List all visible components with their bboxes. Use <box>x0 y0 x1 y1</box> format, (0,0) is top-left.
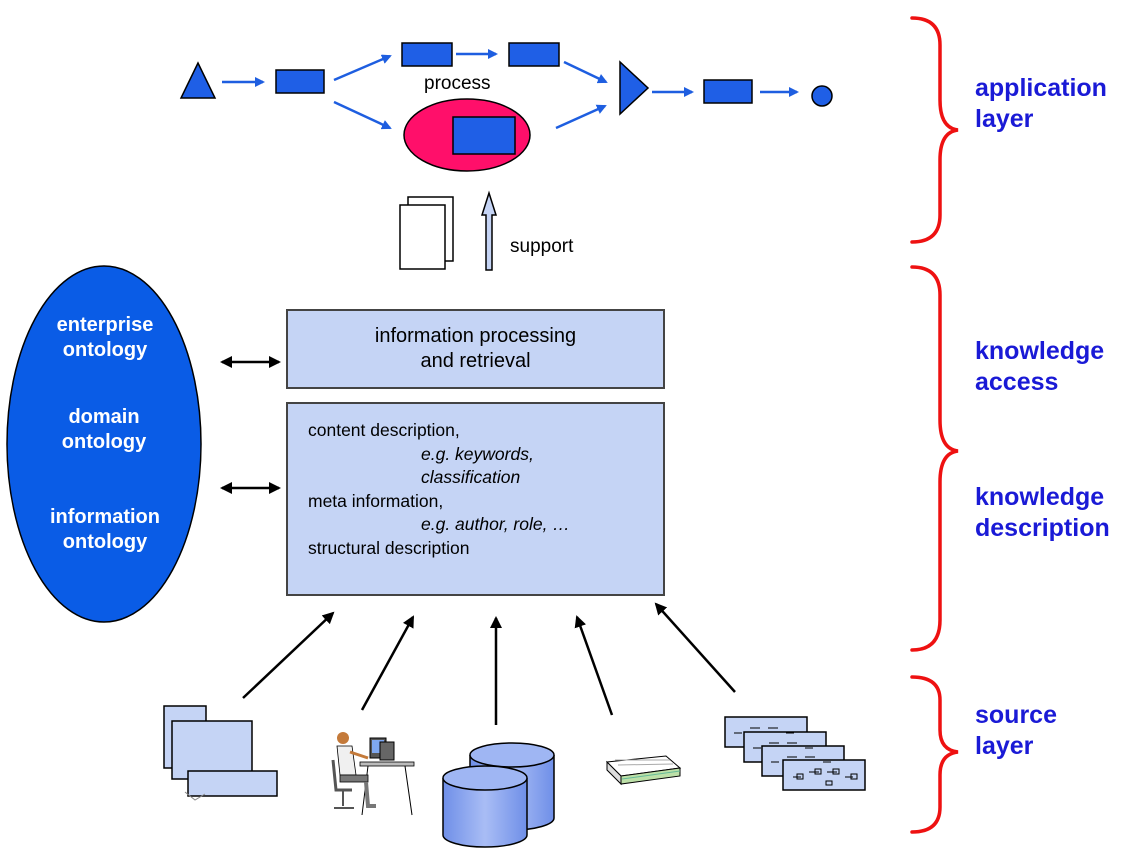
knowledge-brace <box>910 265 959 652</box>
layer-label-line: knowledge <box>975 483 1105 511</box>
source-arrows <box>242 602 736 725</box>
start-triangle <box>179 61 217 99</box>
ontology-domain: domain ontology <box>61 406 147 453</box>
flow-arrow <box>555 104 607 130</box>
process-diagrams-icon <box>724 716 866 791</box>
gateway-triangle <box>619 60 650 116</box>
retrieval-box: information processing and retrieval <box>286 309 665 389</box>
person-at-computer-icon <box>331 732 415 816</box>
layer-label-line: description <box>975 514 1110 542</box>
flow-arrow <box>333 100 392 130</box>
layer-label-line: source <box>975 701 1057 729</box>
document-stack-icon <box>605 755 682 786</box>
layer-label-line: application <box>975 74 1107 102</box>
flow-task <box>508 42 560 67</box>
ontology-ellipse <box>6 265 202 623</box>
content-line-3: classification <box>421 467 521 487</box>
content-line-5: e.g. author, role, … <box>421 514 570 534</box>
braces <box>910 16 959 834</box>
flow-task <box>275 69 325 94</box>
layer-label-line: access <box>975 368 1059 396</box>
content-line-4: meta information, <box>308 490 444 511</box>
ontology-information: information ontology <box>50 506 160 553</box>
application-layer-label: application layer <box>975 73 1107 135</box>
content-description-box: content description, e.g. keywords, clas… <box>286 402 665 596</box>
layer-label-line: layer <box>975 732 1034 760</box>
application-layer-brace <box>910 16 959 244</box>
support-documents-icon <box>399 196 454 270</box>
flow-arrow <box>563 60 608 84</box>
end-circle <box>811 85 833 107</box>
layer-label-line: knowledge <box>975 337 1105 365</box>
support-label: support <box>510 236 574 257</box>
source-layer-brace <box>910 675 959 834</box>
windows-icon <box>163 705 278 801</box>
content-line-1: content description, <box>308 420 460 440</box>
process-flow <box>179 42 833 172</box>
knowledge-access-label: knowledge access <box>975 336 1104 398</box>
database-icon <box>442 742 555 848</box>
flow-task <box>703 79 753 104</box>
ontology-enterprise: enterprise ontology <box>56 314 154 361</box>
retrieval-line-2: and retrieval <box>420 350 531 372</box>
knowledge-description-label: knowledge description <box>975 482 1110 544</box>
flow-task <box>401 42 453 67</box>
content-line-2: e.g. keywords, <box>421 443 534 464</box>
process-task <box>452 116 516 155</box>
layer-label-line: layer <box>975 105 1034 133</box>
flow-arrow <box>333 54 392 82</box>
retrieval-line-1: information processing <box>374 325 577 347</box>
process-label: process <box>424 73 491 94</box>
content-line-6: structural description <box>308 537 470 558</box>
source-layer-label: source layer <box>975 700 1057 762</box>
support-arrow <box>480 190 498 271</box>
